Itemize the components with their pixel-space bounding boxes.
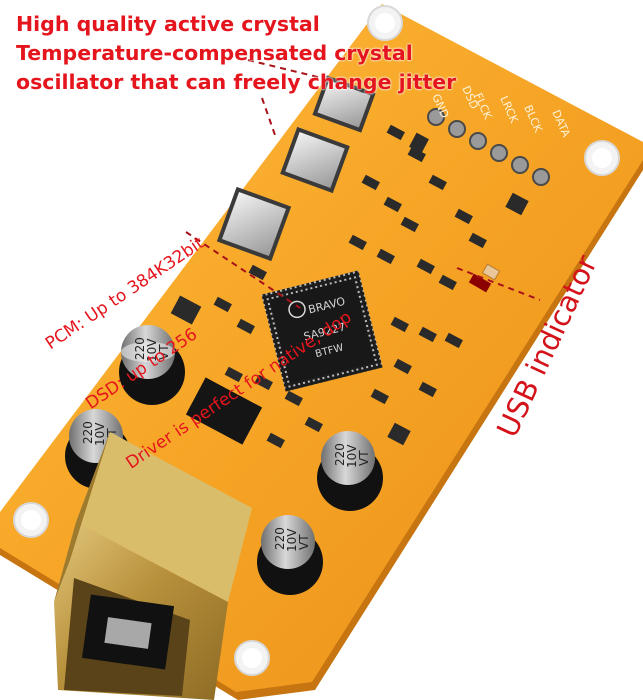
cap-voltage-3: 10V bbox=[345, 444, 359, 468]
capacitor: 220 10V VT bbox=[119, 325, 185, 405]
crystal-title-line-1: High quality active crystal bbox=[16, 12, 320, 36]
cap-voltage-2: 10V bbox=[93, 422, 107, 446]
usb-indicator-led bbox=[468, 263, 501, 293]
crystal-title-line-2: Temperature-compensated crystal bbox=[16, 41, 413, 65]
cap-value-4: 220 bbox=[273, 527, 287, 550]
crystal-oscillators bbox=[216, 75, 376, 262]
cap-value-3: 220 bbox=[333, 443, 347, 466]
cap-voltage-4: 10V bbox=[285, 528, 299, 552]
cap-series-3: VT bbox=[357, 450, 371, 466]
cap-value-1: 220 bbox=[133, 337, 147, 360]
cap-voltage-1: 10V bbox=[145, 338, 159, 362]
cap-series-1: VT bbox=[157, 344, 171, 360]
cap-series-4: VT bbox=[297, 534, 311, 550]
crystal-title-line-3: oscillator that can freely change jitter bbox=[16, 70, 457, 94]
small-ic bbox=[185, 377, 263, 445]
smd-components bbox=[170, 124, 529, 449]
mounting-holes bbox=[13, 5, 620, 676]
capacitor: 220 10V VT bbox=[257, 515, 323, 595]
annotation-leader-lines bbox=[185, 59, 541, 309]
cap-value-2: 220 bbox=[81, 421, 95, 444]
main-chip: BRAVO SA9227 BTFW bbox=[261, 270, 383, 392]
header-pin-row bbox=[427, 108, 550, 186]
capacitor: 220 10V VT bbox=[317, 431, 383, 511]
usb-b-connector bbox=[54, 432, 252, 700]
pcm-spec-line-2: DSD: up to 256 bbox=[82, 324, 202, 414]
